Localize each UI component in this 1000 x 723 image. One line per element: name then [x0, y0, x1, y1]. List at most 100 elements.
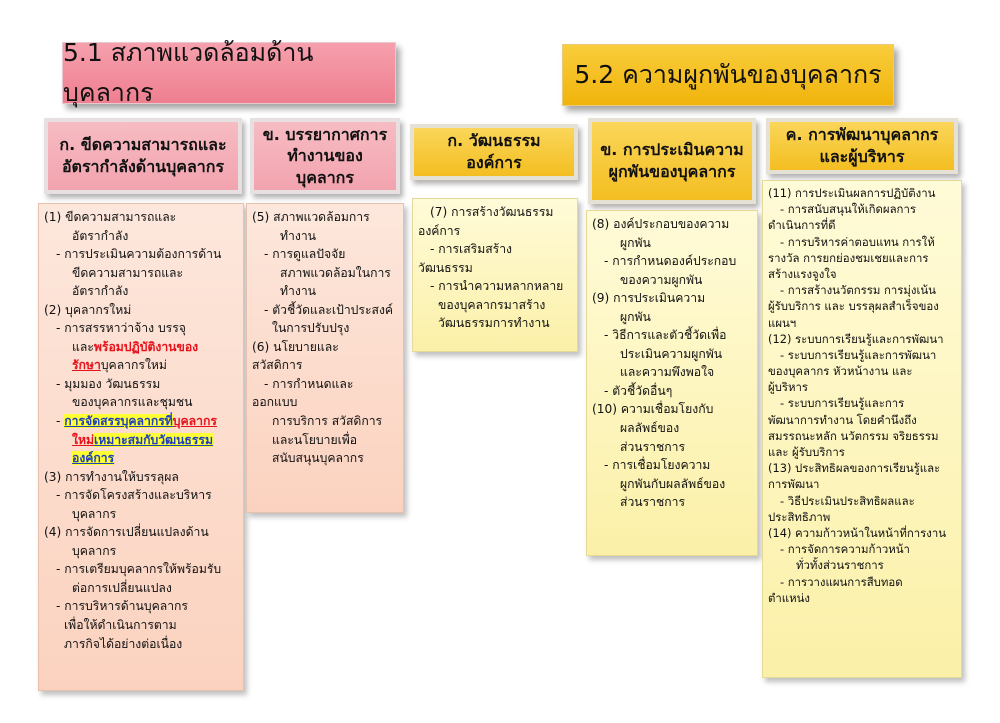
item-11-sub2-cont2: สร้างแรงจูงใจ: [768, 266, 837, 281]
item-8-sub: - การกำหนดองค์ประกอบ: [604, 254, 737, 269]
item-2-sub3: - การจัดสรรบุคลากรที่บุคลากร: [44, 412, 238, 431]
item-7-sub2-cont2: วัฒนธรรมการทำงาน: [438, 316, 550, 331]
item-4-sub2-cont: เพื่อให้ดำเนินการตาม: [64, 618, 177, 633]
item-8-sub-cont: ของความผูกพัน: [620, 272, 703, 287]
item-10-cont: ผลลัพธ์ของ: [620, 421, 680, 436]
item-10: (10) ความเชื่อมโยงกับ: [592, 402, 714, 417]
item-10-sub-cont: ผูกพันกับผลลัพธ์ของ: [620, 476, 726, 491]
subheader-engagement: ข. การประเมินความผูกพันของบุคลากร: [588, 118, 756, 204]
item-2-sub3-cont: ใหม่เหมาะสมกับวัฒนธรรม: [44, 431, 238, 450]
item-9: (9) การประเมินความ: [592, 291, 706, 306]
item-9-sub-cont2: และความพึงพอใจ: [620, 365, 715, 380]
item-12-sub-cont2: ผู้บริหาร: [768, 380, 809, 395]
item-11-sub2-cont: รางวัล การยกย่องชมเชยและการ: [768, 250, 929, 265]
item-4-sub-cont: ต่อการเปลี่ยนแปลง: [72, 580, 172, 595]
content-capability: (1) ขีดความสามารถและ อัตรากำลัง - การประ…: [38, 203, 244, 691]
link-fit-culture[interactable]: เหมาะสมกับวัฒนธรรม: [94, 432, 213, 447]
item-12-sub2: - ระบบการเรียนรู้และการ: [780, 396, 905, 411]
item-11-sub3: - การสร้างนวัตกรรม การมุ่งเน้น: [780, 283, 936, 298]
item-11-sub3-cont: ผู้รับบริการ และ บรรลุผลสำเร็จของ: [768, 299, 939, 314]
item-7-sub2: - การนำความหลากหลาย: [430, 279, 564, 294]
item-2-sub3-cont2: องค์การ: [44, 449, 238, 468]
content-engagement: (8) องค์ประกอบของความ ผูกพัน - การกำหนดอ…: [586, 210, 758, 556]
subheader-engagement-text: ข. การประเมินความผูกพันของบุคลากร: [600, 140, 744, 181]
item-14: (14) ความก้าวหน้าในหน้าที่การงาน: [768, 525, 947, 540]
item-5-sub: - การดูแลปัจจัย: [264, 247, 346, 262]
item-8-cont: ผูกพัน: [620, 235, 651, 250]
item-8: (8) องค์ประกอบของความ: [592, 217, 730, 231]
item-11-sub2: - การบริหารค่าตอบแทน การให้: [780, 234, 935, 249]
header-5-2: 5.2 ความผูกพันของบุคลากร: [562, 44, 894, 106]
item-7: (7) การสร้างวัฒนธรรม: [430, 205, 554, 219]
item-5-sub-cont2: ทำงาน: [280, 284, 317, 299]
subheader-development-text: ค. การพัฒนาบุคลากรและผู้บริหาร: [785, 125, 939, 166]
item-13-cont: การพัฒนา: [768, 477, 820, 492]
item-13-sub-cont: ประสิทธิภาพ: [768, 509, 831, 524]
item-14-sub-cont: ทั่วทั้งส่วนราชการ: [796, 558, 884, 573]
item-12-sub: - ระบบการเรียนรู้และการพัฒนา: [780, 347, 937, 362]
item-9-sub2: - ตัวชี้วัดอื่นๆ: [604, 383, 673, 398]
item-2-sub-cont2: รักษาบุคลากรใหม่: [44, 356, 238, 375]
text-new-staff: บุคลากรใหม่: [100, 358, 167, 373]
item-7-sub: - การเสริมสร้าง: [430, 242, 513, 257]
item-6-sub-cont4: สนับสนุนบุคลากร: [272, 451, 364, 466]
text-and: และ: [72, 339, 94, 354]
item-14-sub: - การจัดการความก้าวหน้า: [780, 542, 910, 557]
item-11-sub-cont: ดำเนินการที่ดี: [768, 218, 836, 233]
item-9-sub: - วิธีการและตัวชี้วัดเพื่อ: [604, 328, 727, 343]
item-1-cont: อัตรากำลัง: [72, 228, 129, 243]
content-development: (11) การประเมินผลการปฏิบัติงาน - การสนับ…: [762, 180, 962, 678]
subheader-culture: ก. วัฒนธรรมองค์การ: [410, 124, 578, 180]
item-11-sub3-cont2: แผนฯ: [768, 315, 797, 330]
item-11-sub: - การสนับสนุนให้เกิดผลการ: [780, 202, 916, 217]
item-5: (5) สภาพแวดล้อมการ: [252, 210, 370, 224]
content-culture: (7) การสร้างวัฒนธรรม องค์การ - การเสริมส…: [412, 198, 578, 352]
item-5-sub-cont: สภาพแวดล้อมในการ: [280, 265, 391, 280]
item-7-sub-cont: วัฒนธรรม: [418, 260, 473, 275]
header-5-1-text: 5.1 สภาพแวดล้อมด้านบุคลากร: [63, 38, 314, 107]
item-7-sub2-cont: ของบุคลากรมาสร้าง: [438, 297, 546, 312]
item-1-sub: - การประเมินความต้องการด้าน: [56, 247, 222, 262]
item-4-sub2-cont2: ภารกิจได้อย่างต่อเนื่อง: [64, 636, 183, 651]
item-3: (3) การทำงานให้บรรลุผล: [44, 469, 179, 484]
item-12-sub2-cont: พัฒนาการทำงาน โดยคำนึงถึง: [768, 412, 917, 427]
subheader-capability: ก. ขีดความสามารถและอัตรากำลังด้านบุคลากร: [44, 118, 242, 194]
item-14-sub2: - การวางแผนการสืบทอด: [780, 574, 903, 589]
item-2-sub2: - มุมมอง วัฒนธรรม: [56, 376, 161, 391]
subheader-capability-text: ก. ขีดความสามารถและอัตรากำลังด้านบุคลากร: [59, 135, 227, 176]
item-6-sub: - การกำหนดและ: [264, 376, 354, 391]
item-6: (6) นโยบายและ: [252, 339, 339, 354]
subheader-development: ค. การพัฒนาบุคลากรและผู้บริหาร: [766, 118, 958, 174]
item-4-sub2: - การบริหารด้านบุคลากร: [56, 599, 188, 614]
header-5-2-text: 5.2 ความผูกพันของบุคลากร: [574, 60, 882, 89]
item-9-sub-cont: ประเมินความผูกพัน: [620, 346, 723, 361]
link-organization[interactable]: องค์การ: [72, 451, 115, 466]
item-10-sub-cont2: ส่วนราชการ: [620, 495, 686, 510]
item-6-sub-cont: ออกแบบ: [252, 395, 298, 410]
item-3-sub: - การจัดโครงสร้างและบริหาร: [56, 488, 212, 503]
item-12-sub-cont: ของบุคลากร หัวหน้างาน และ: [768, 364, 913, 379]
text-retain: รักษา: [72, 358, 101, 373]
subheader-climate: ข. บรรยากาศการทำงานของบุคลากร: [250, 118, 400, 194]
item-3-sub-cont: บุคลากร: [72, 506, 117, 521]
item-5-sub2: - ตัวชี้วัดและเป้าประสงค์: [264, 302, 394, 317]
text-dash: -: [56, 414, 65, 429]
text-ready-to-work: พร้อมปฏิบัติงานของ: [93, 339, 199, 354]
link-allocate-staff[interactable]: การจัดสรรบุคลากรที่: [64, 414, 173, 429]
item-7-cont: องค์การ: [418, 223, 461, 238]
text-staff-red: บุคลากร: [172, 414, 217, 429]
item-5-sub2-cont: ในการปรับปรุง: [272, 321, 350, 336]
item-2: (2) บุคลากรใหม่: [44, 302, 132, 317]
item-13-sub: - วิธีประเมินประสิทธิผลและ: [780, 493, 915, 508]
item-1-sub-cont: ขีดความสามารถและ: [72, 265, 184, 280]
item-6-sub-cont3: และนโยบายเพื่อ: [272, 432, 358, 447]
item-12-sub2-cont3: และ ผู้รับบริการ: [768, 445, 845, 459]
item-12: (12) ระบบการเรียนรู้และการพัฒนา: [768, 331, 944, 346]
item-10-sub: - การเชื่อมโยงความ: [604, 458, 711, 473]
item-1: (1) ขีดความสามารถและ: [44, 210, 177, 224]
item-2-sub: - การสรรหาว่าจ้าง บรรจุ: [56, 321, 186, 336]
item-9-cont: ผูกพัน: [620, 309, 651, 324]
item-6-cont: สวัสดิการ: [252, 358, 303, 373]
item-14-sub2-cont: ตำแหน่ง: [768, 590, 810, 605]
item-4: (4) การจัดการเปลี่ยนแปลงด้าน: [44, 525, 209, 540]
